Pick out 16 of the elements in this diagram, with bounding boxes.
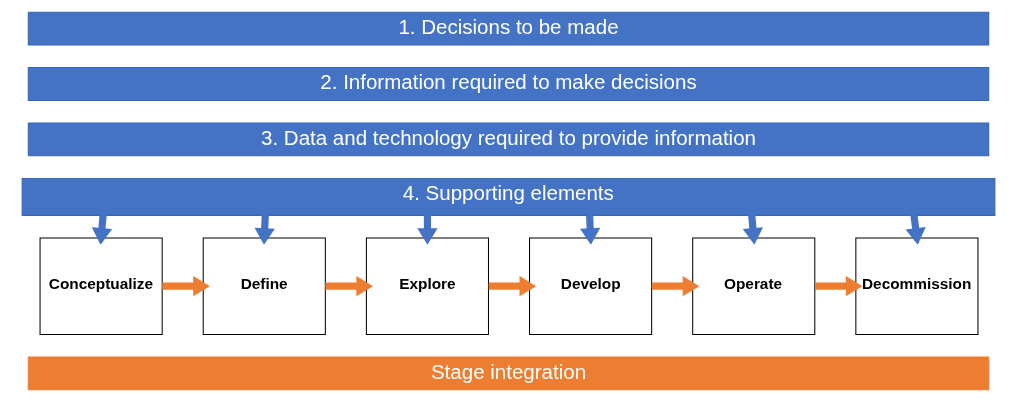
node-box: Operate bbox=[691, 237, 815, 335]
node-box: Explore bbox=[365, 237, 489, 335]
node-box: Stage integration bbox=[27, 356, 989, 391]
arrow bbox=[651, 275, 699, 297]
node-box: 4. Supporting elements bbox=[21, 177, 995, 216]
node-box: Conceptualize bbox=[39, 237, 163, 335]
node-box: 3. Data and technology required to provide information bbox=[27, 122, 989, 157]
node-box: Define bbox=[202, 237, 326, 335]
node-box: 1. Decisions to be made bbox=[27, 11, 989, 46]
arrow bbox=[324, 275, 373, 297]
arrow bbox=[488, 275, 536, 297]
arrow bbox=[161, 275, 210, 297]
node-box: 2. Information required to make decisions bbox=[27, 67, 989, 101]
arrow bbox=[814, 275, 862, 297]
node-box: Decommission bbox=[854, 237, 978, 335]
node-box: Develop bbox=[528, 237, 652, 335]
